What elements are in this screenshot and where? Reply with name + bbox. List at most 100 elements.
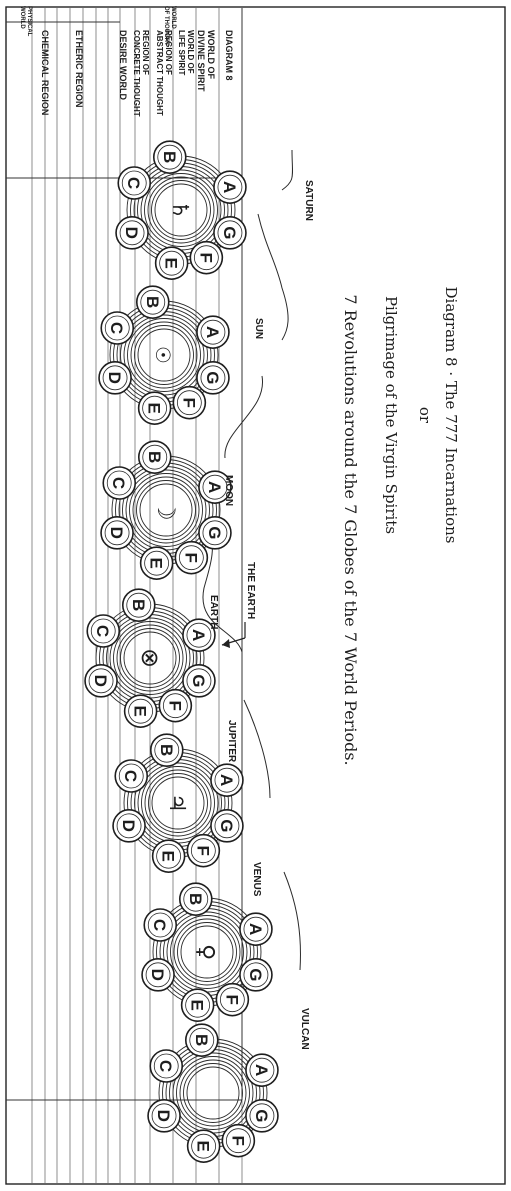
globe-g: G [210,809,244,843]
globe-c: C [143,908,178,942]
globe-letter: E [145,403,164,414]
period-label: JUPITER [226,720,237,763]
label-world-divine-spirit: WORLD OF [206,30,216,79]
planet-symbol: ⊗ [136,648,164,668]
label-region-concrete-thought: CONCRETE THOUGHT [132,30,141,117]
globe-letter: A [205,481,224,493]
title-line-2: or [416,407,434,424]
globe-letter: B [145,451,164,463]
title-line-1: Diagram 8 · The 777 Incarnations [442,287,460,544]
globe-e: E [139,546,174,580]
globe-letter: E [147,558,166,569]
period-label: SUN [253,318,264,339]
earth-marker-label: THE EARTH [245,562,256,619]
globe-b: B [135,285,170,319]
globe-f: F [172,385,207,420]
globe-letter: C [93,625,112,637]
globe-e: E [123,694,158,728]
globe-e: E [154,246,189,280]
globe-letter: C [150,919,169,931]
period-label: VULCAN [299,1008,310,1050]
globe-g: G [182,664,216,698]
label-world-of-thought: WORLD [170,6,176,29]
globe-letter: A [203,326,222,338]
globe-a: A [196,315,230,349]
globe-b: B [137,440,172,474]
globe-d: D [100,516,134,550]
globe-d: D [141,958,175,992]
globe-c: C [117,166,152,200]
planet-symbol: ♃ [164,793,189,813]
globe-letter: B [157,744,176,756]
globe-letter: G [217,819,236,832]
label-desire-world: DESIRE WORLD [118,30,128,101]
globe-letter: E [188,1000,207,1011]
globe-letter: G [189,674,208,687]
globe-a: A [213,170,247,204]
label-physical-world: WORLD [19,6,25,29]
period-label: EARTH [208,595,219,629]
globe-f: F [221,1123,256,1158]
globe-g: G [198,516,232,550]
planet-symbol: ♄ [167,200,192,220]
globe-letter: F [165,700,184,710]
period-label: MOON [223,475,234,506]
globe-d: D [115,216,149,250]
globe-letter: D [119,820,138,832]
globe-letter: D [107,527,126,539]
globe-letter: F [181,552,200,562]
label-world-divine-spirit: DIVINE SPIRIT [196,30,206,92]
label-region-abstract-thought: REGION OF [164,30,173,75]
globe-letter: C [121,770,140,782]
globe-letter: E [159,851,178,862]
globe-letter: D [148,969,167,981]
label-region-concrete-thought: REGION OF [141,30,150,75]
planet-symbol: ♀ [193,944,218,960]
globe-letter: B [192,1034,211,1046]
globe-letter: B [160,151,179,163]
globe-d: D [98,361,132,395]
globe-f: F [215,982,250,1017]
globe-letter: G [252,1109,271,1122]
globe-f: F [158,688,193,723]
label-chemical-region: CHEMICAL REGION [40,30,50,115]
globe-letter: E [131,706,150,717]
title-line-4: 7 Revolutions around the 7 Globes of the… [341,294,360,765]
globe-a: A [210,763,244,797]
earth-marker-arrowhead [222,639,230,648]
label-world-life-spirit: WORLD OF [186,30,195,74]
globe-g: G [196,361,230,395]
planet-symbol: ☽ [152,499,180,521]
globe-f: F [186,833,221,868]
globe-b: B [178,882,213,916]
globe-letter: D [105,372,124,384]
globe-e: E [186,1129,221,1163]
globe-a: A [245,1053,279,1087]
title-block: Diagram 8 · The 777 Incarnations or Pilg… [341,287,460,766]
globe-letter: D [91,675,110,687]
label-diagram-number: DIAGRAM 8 [224,30,234,81]
globe-d: D [147,1099,181,1133]
globe-d: D [112,809,146,843]
globe-b: B [149,733,184,767]
label-world-life-spirit: LIFE SPIRIT [177,30,186,75]
globe-c: C [149,1049,184,1083]
label-physical-world: PHYSICAL [26,6,32,37]
globe-letter: F [222,994,241,1004]
globe-e: E [180,988,215,1022]
globe-letter: A [220,181,239,193]
globe-letter: G [246,968,265,981]
globe-letter: B [143,296,162,308]
globe-letter: A [217,774,236,786]
globe-c: C [114,759,149,793]
globe-a: A [239,912,273,946]
